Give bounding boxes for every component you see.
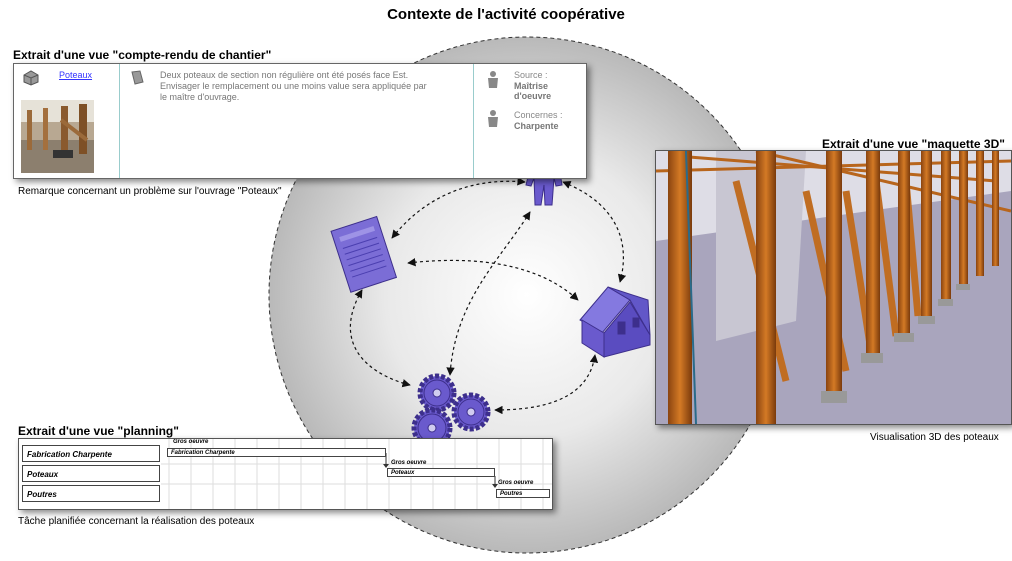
remark-text-1: Deux poteaux de section non régulière on… xyxy=(160,70,409,80)
maquette-caption: Visualisation 3D des poteaux xyxy=(870,432,999,443)
cube-icon xyxy=(23,70,39,86)
page-title: Contexte de l'activité coopérative xyxy=(387,6,625,23)
arrow-person-gears xyxy=(446,211,531,376)
planning-group-label: Gros oeuvre xyxy=(173,439,209,445)
concernes-label: Concernes : xyxy=(514,110,563,120)
planning-group-label: Gros oeuvre xyxy=(391,460,427,466)
compte-rendu-panel: Poteaux Deux poteaux de section non régu… xyxy=(13,63,587,179)
poteaux-link[interactable]: Poteaux xyxy=(59,70,93,80)
source-value-1: Maîtrise xyxy=(514,81,549,91)
planning-row-label: Poutres xyxy=(22,485,160,502)
arrow-gears-house xyxy=(494,354,599,415)
planning-title: Extrait d'une vue "planning" xyxy=(18,424,179,438)
source-label: Source : xyxy=(514,70,548,80)
remark-text-2: Envisager le remplacement ou une moins v… xyxy=(160,81,427,91)
gears-icon xyxy=(411,373,491,449)
site-photo xyxy=(21,100,94,173)
maquette-3d-view xyxy=(655,150,1012,425)
compte-rendu-caption: Remarque concernant un problème sur l'ou… xyxy=(18,186,282,197)
house-icon xyxy=(579,286,651,358)
concernes-person-icon xyxy=(488,110,498,127)
compte-rendu-title: Extrait d'une vue "compte-rendu de chant… xyxy=(13,48,272,62)
arrow-document-person xyxy=(391,177,526,239)
source-value-2: d'oeuvre xyxy=(514,91,552,101)
arrow-document-gears xyxy=(349,289,411,388)
planning-caption: Tâche planifiée concernant la réalisatio… xyxy=(18,516,255,527)
arrow-person-house xyxy=(562,180,627,283)
concernes-value: Charpente xyxy=(514,121,559,131)
planning-panel: Fabrication Charpente Poteaux Poutres Gr… xyxy=(18,438,553,510)
planning-group-label: Gros oeuvre xyxy=(498,480,534,486)
planning-task-bar[interactable]: Poutres xyxy=(496,489,550,498)
remark-icon xyxy=(131,70,144,85)
planning-row-label: Poteaux xyxy=(22,465,160,482)
source-person-icon xyxy=(488,71,498,88)
remark-text-3: le maître d'ouvrage. xyxy=(160,92,240,102)
planning-task-bar[interactable]: Poteaux xyxy=(387,468,495,477)
3d-render xyxy=(656,151,1011,424)
maquette-title: Extrait d'une vue "maquette 3D" xyxy=(822,137,1005,151)
document-icon xyxy=(330,215,398,293)
planning-task-bar[interactable]: Fabrication Charpente xyxy=(167,448,386,457)
planning-row-label: Fabrication Charpente xyxy=(22,445,160,462)
